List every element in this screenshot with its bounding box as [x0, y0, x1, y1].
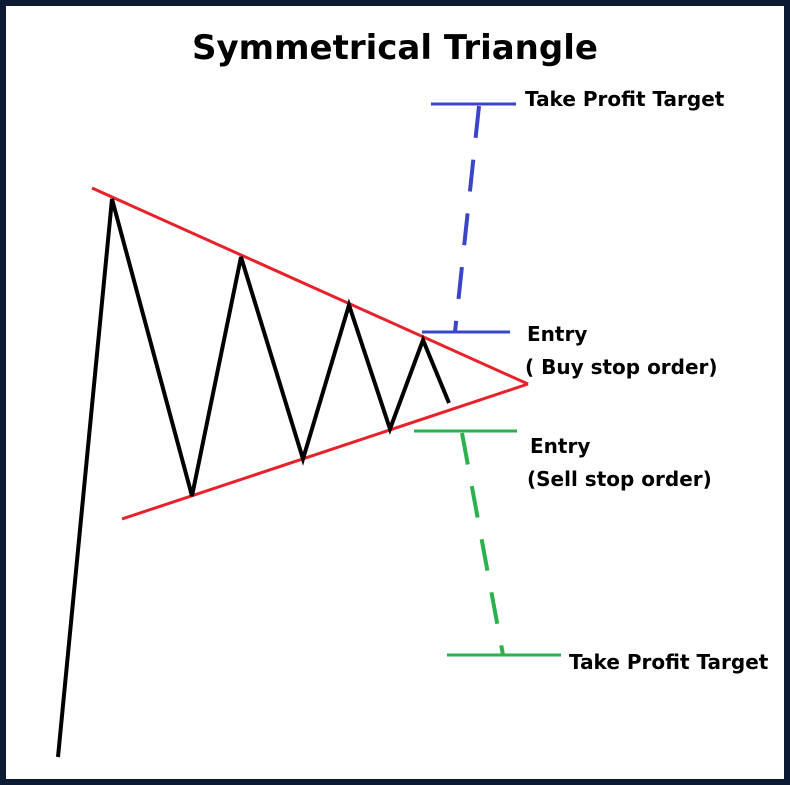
price-path — [56, 198, 451, 758]
lower-projection-dashed — [460, 432, 505, 656]
upper-projection-dashed — [453, 105, 481, 333]
sell-entry-order-label: (Sell stop order) — [527, 467, 712, 491]
upper-trendline — [91, 186, 529, 386]
buy-entry-label: Entry — [527, 322, 588, 346]
upper-take-profit-label: Take Profit Target — [525, 87, 725, 111]
diagram-title: Symmetrical Triangle — [192, 28, 598, 68]
lower-trendline — [121, 382, 529, 521]
lower-take-profit-label: Take Profit Target — [569, 650, 769, 674]
buy-entry-order-label: ( Buy stop order) — [525, 355, 718, 379]
sell-entry-label: Entry — [530, 434, 591, 458]
